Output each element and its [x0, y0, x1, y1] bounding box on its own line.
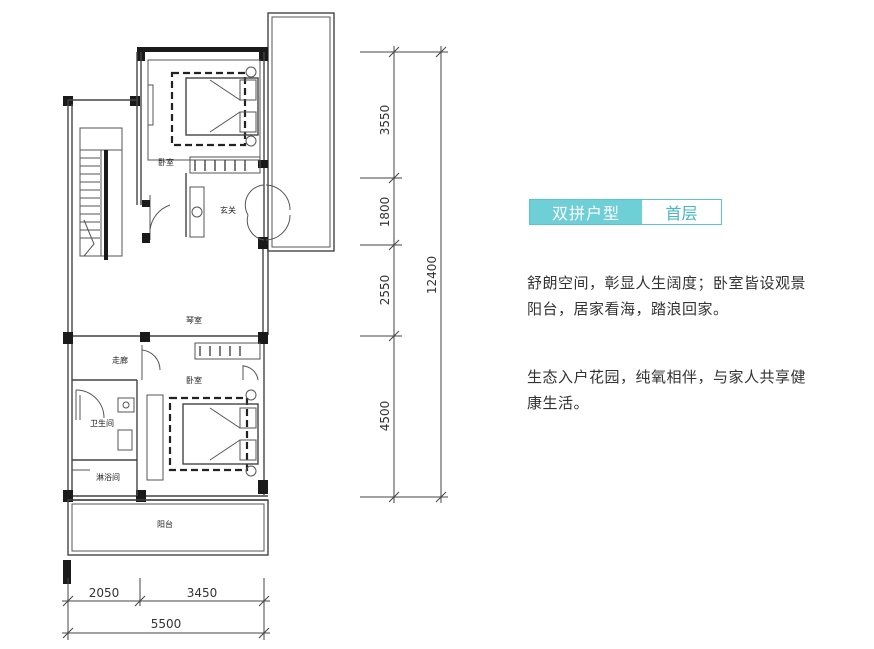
bottom-balcony	[63, 499, 269, 584]
staircase	[79, 127, 123, 260]
room-label-bedroom-bottom: 卧室	[186, 375, 202, 385]
dim-horizontal-2: 3450	[187, 586, 218, 600]
description-line: 阳台，居家看海，踏浪回家。	[527, 300, 729, 318]
description-line: 舒朗空间，彰显人生阔度；卧室皆设观景	[527, 274, 807, 292]
top-bedroom	[142, 59, 261, 243]
dim-horizontal-1: 2050	[89, 586, 120, 600]
badge-title: 双拼户型	[530, 200, 642, 224]
badge-floor: 首层	[642, 200, 721, 224]
entrance	[189, 184, 291, 241]
room-label-entrance: 玄关	[220, 205, 236, 215]
description-paragraph-1: 舒朗空间，彰显人生阔度；卧室皆设观景 阳台，居家看海，踏浪回家。	[527, 270, 827, 322]
dim-vertical-2: 1800	[378, 197, 392, 228]
dim-vertical-1: 3550	[378, 105, 392, 136]
dim-vertical-4: 4500	[378, 401, 392, 432]
outer-walls	[63, 47, 269, 502]
room-label-shower: 淋浴间	[96, 472, 120, 482]
house-type-badge: 双拼户型 首层	[529, 199, 722, 225]
bathroom	[72, 379, 138, 496]
room-label-bathroom: 卫生间	[90, 418, 114, 428]
room-label-piano-room: 琴室	[186, 315, 202, 325]
dim-horizontal-total: 5500	[151, 617, 182, 631]
top-balcony	[267, 12, 335, 252]
horizontal-dimensions	[62, 578, 270, 640]
description-paragraph-2: 生态入户花园，纯氧相伴，与家人共享健 康生活。	[527, 364, 827, 416]
room-label-bedroom-top: 卧室	[158, 157, 174, 167]
room-label-balcony: 阳台	[157, 519, 173, 529]
dim-vertical-3: 2550	[378, 275, 392, 306]
description-line: 康生活。	[527, 394, 590, 412]
dim-vertical-total: 12400	[425, 256, 439, 294]
bottom-bedroom	[141, 342, 261, 481]
description-line: 生态入户花园，纯氧相伴，与家人共享健	[527, 368, 807, 386]
vertical-dimensions	[360, 46, 448, 503]
room-label-corridor: 走廊	[112, 355, 128, 365]
